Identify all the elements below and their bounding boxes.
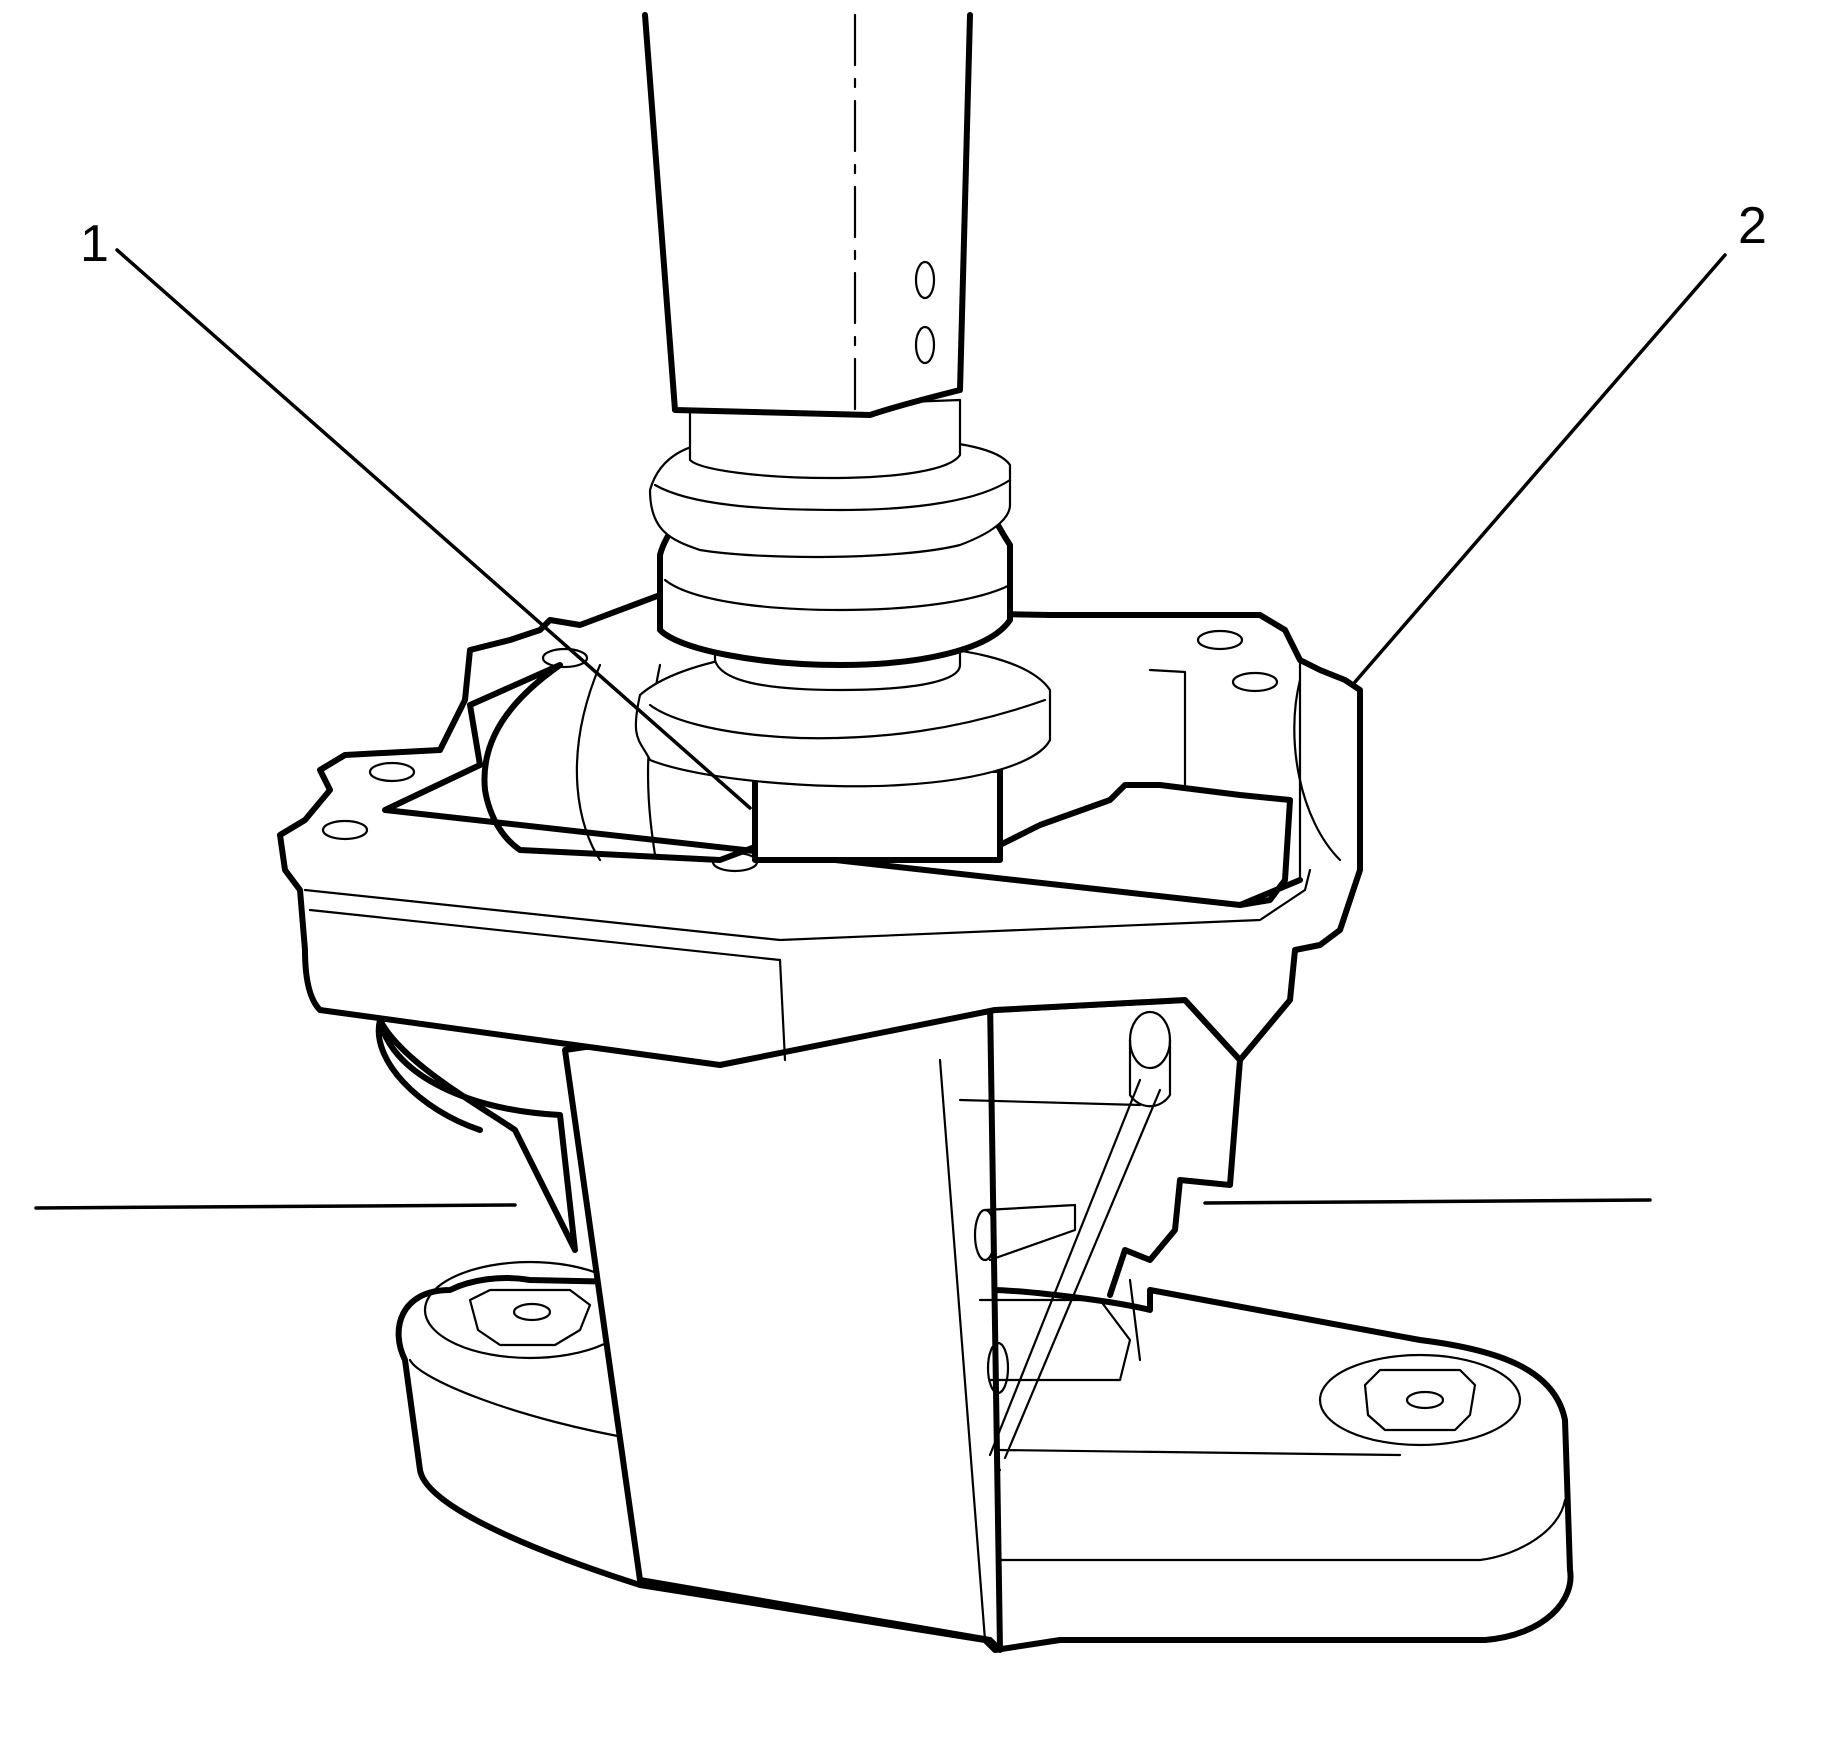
callout-1: 1 — [80, 215, 109, 273]
reference-lines — [34, 1198, 1652, 1210]
leader-line-2 — [1353, 253, 1727, 684]
shaft-assembly — [634, 12, 1052, 863]
leader-lines — [115, 248, 1727, 810]
leader-line-1 — [115, 248, 752, 810]
callout-2: 2 — [1738, 197, 1767, 255]
